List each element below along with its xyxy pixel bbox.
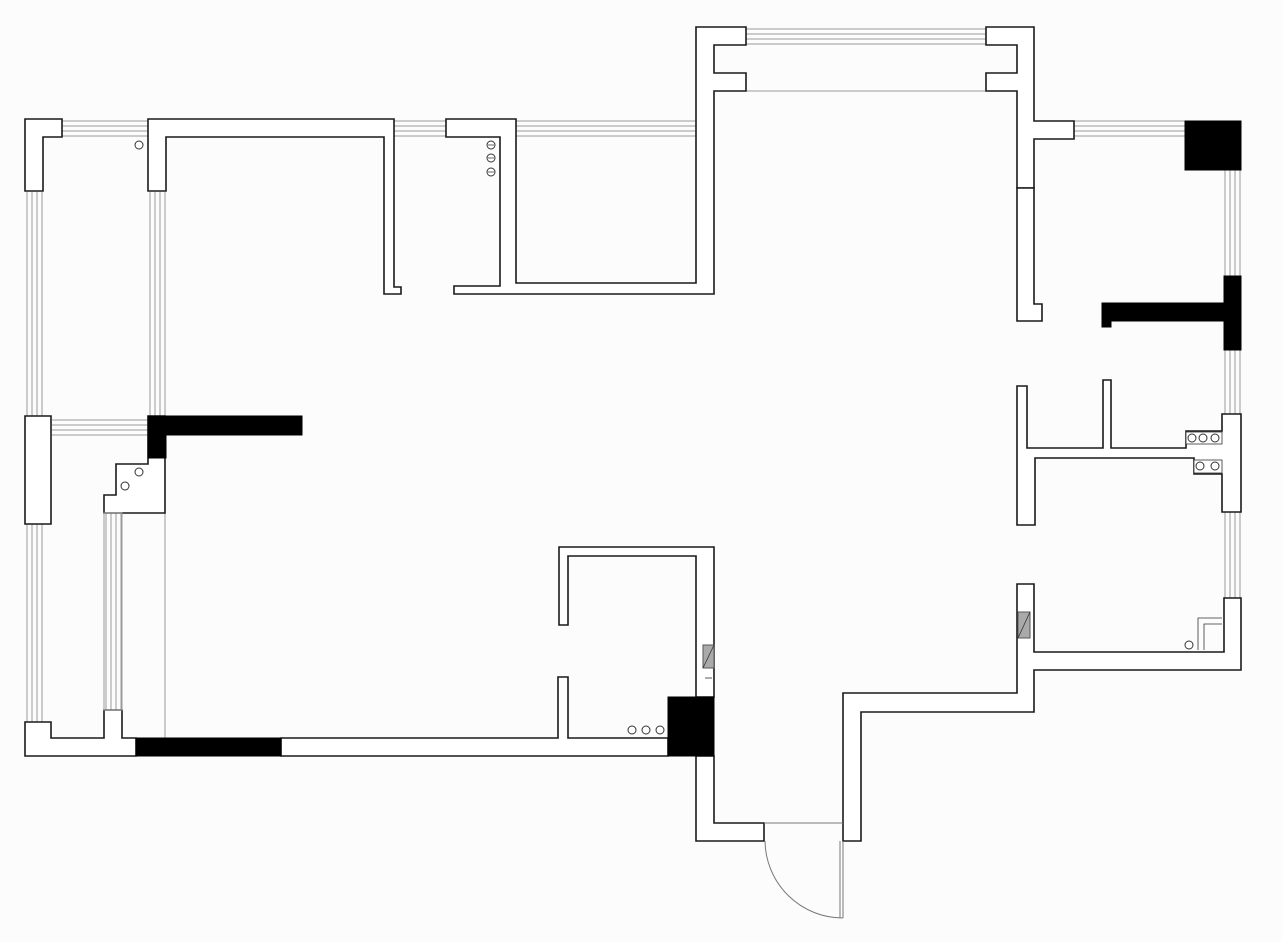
wall-east-partition xyxy=(1016,379,1242,526)
outlet-symbols-east-1 xyxy=(1185,431,1223,445)
outlet-symbols-west xyxy=(120,467,144,491)
window-east-top xyxy=(1074,120,1185,137)
wall-bath-north xyxy=(445,26,747,295)
column-east-top xyxy=(1184,120,1242,171)
wall-balcony-east xyxy=(985,26,1075,189)
column-kitchen xyxy=(667,696,715,757)
window-top-left xyxy=(62,120,148,137)
outlet-symbols-kitchen xyxy=(627,725,665,735)
window-frame-left-lower xyxy=(103,512,123,711)
outlet-symbols-bath xyxy=(486,140,496,177)
wall-west-upper xyxy=(24,415,52,525)
window-inner-upper xyxy=(149,192,166,416)
column-west-mid xyxy=(147,415,303,459)
window-balcony-top xyxy=(746,28,986,92)
wall-south xyxy=(280,676,669,757)
wall-entry-east xyxy=(842,583,1242,842)
outlet-symbols-east-2 xyxy=(1193,459,1223,474)
window-divider-horizontal xyxy=(52,419,148,436)
window-east-right xyxy=(1224,170,1241,598)
window-top-right xyxy=(516,120,696,137)
window-left-lower xyxy=(26,524,43,722)
beam-south xyxy=(135,737,282,757)
entry-door xyxy=(764,822,844,919)
wall-corner-top-left xyxy=(24,118,63,192)
pipe-marker-kitchen xyxy=(702,644,715,679)
column-east-mid xyxy=(1101,275,1242,351)
wall-kitchen xyxy=(558,546,715,698)
window-inner-lower xyxy=(105,513,166,738)
window-left-upper xyxy=(26,192,43,416)
window-top-mid xyxy=(394,120,446,137)
pipe-marker-east xyxy=(1017,611,1031,639)
outlet-symbol-east-3 xyxy=(1184,617,1222,650)
wall-entry-west xyxy=(695,755,765,842)
wall-east-bedroom-west xyxy=(1016,187,1043,322)
wall-bedroom-north xyxy=(147,118,402,295)
outlet-symbol-1 xyxy=(134,140,144,150)
